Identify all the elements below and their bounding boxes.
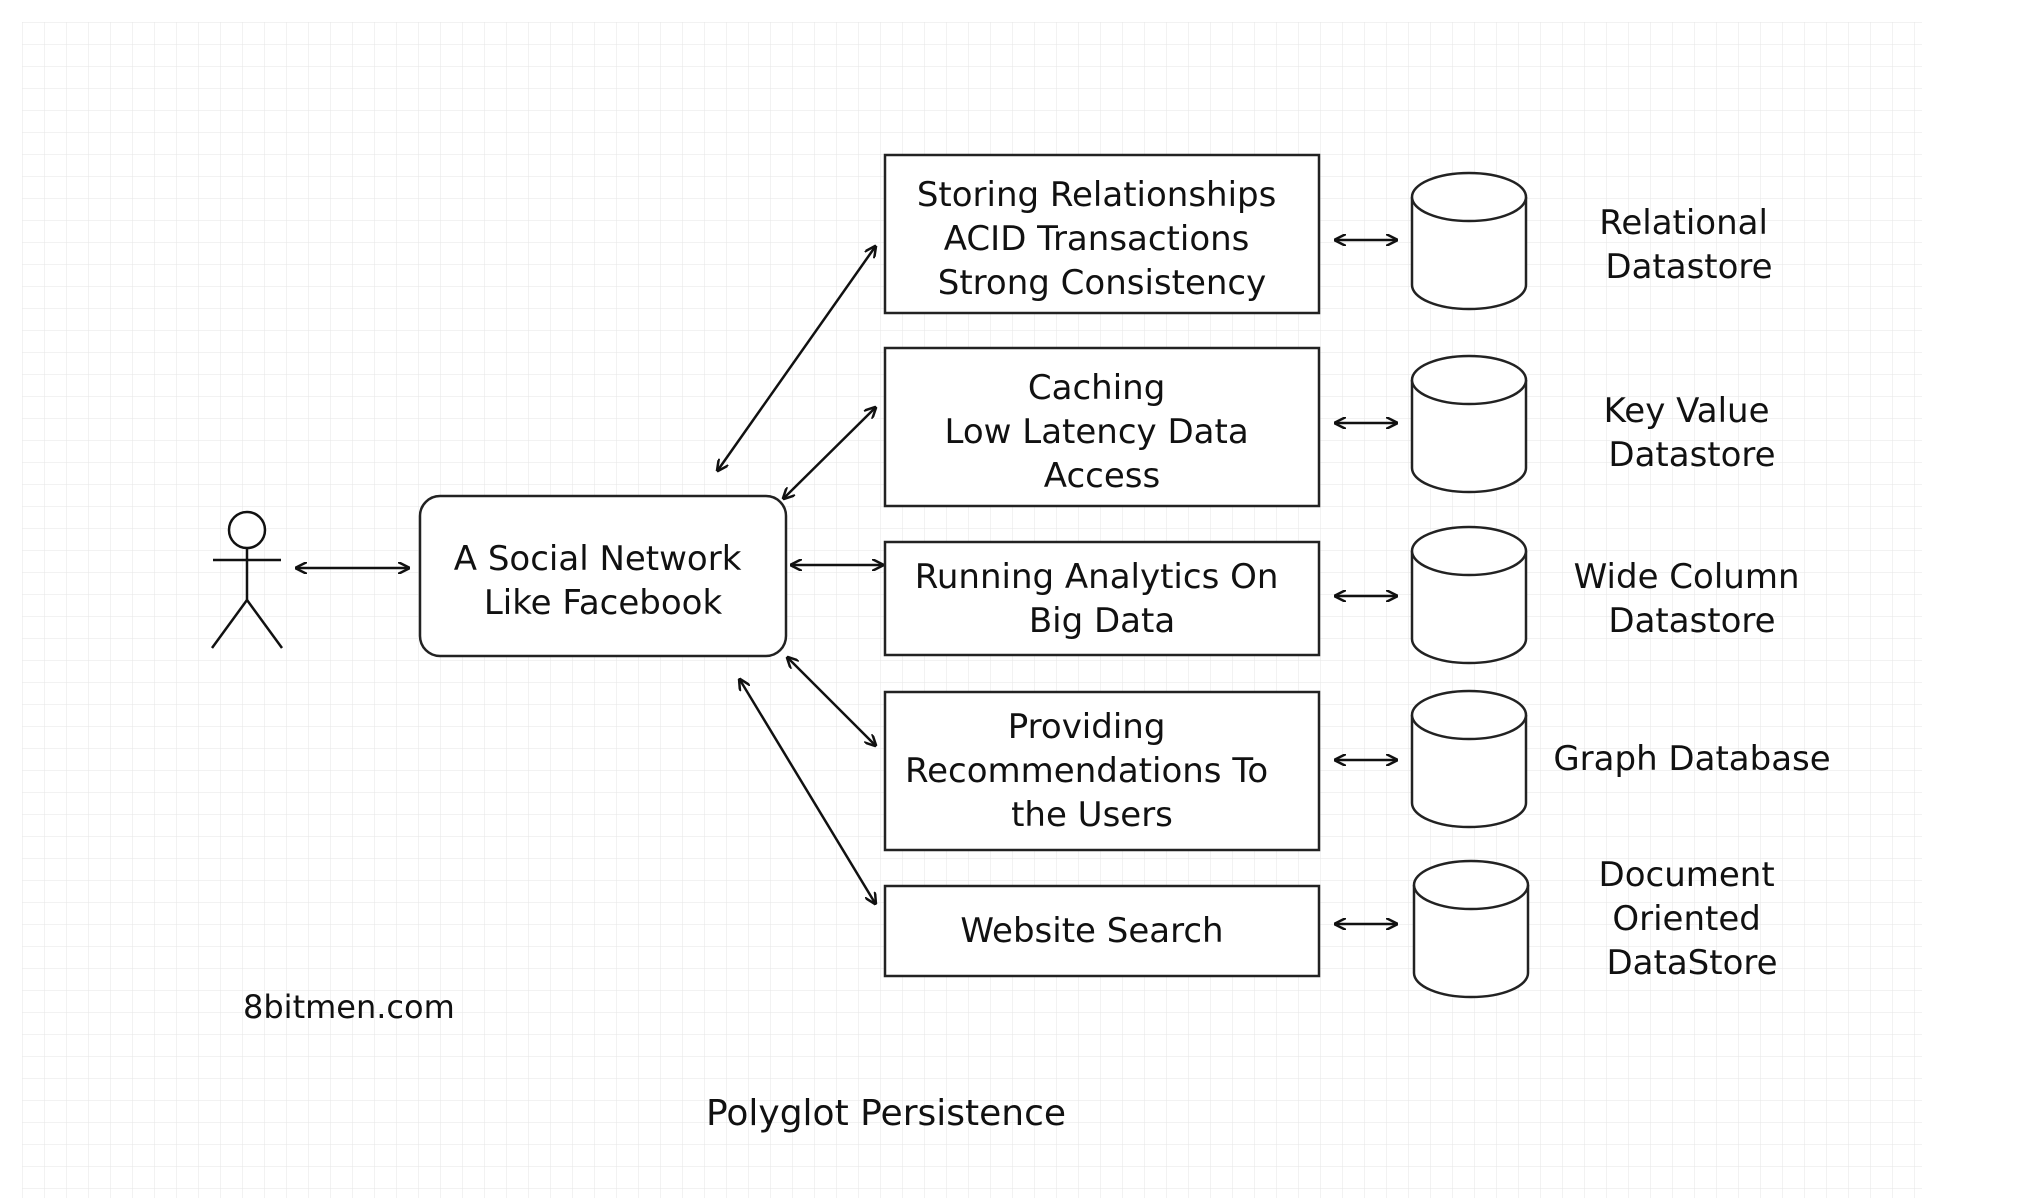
use-case-line: Low Latency Data (945, 412, 1249, 452)
datastore-label-graph: Graph Database (1553, 739, 1830, 779)
datastore-line: Document (1599, 855, 1775, 895)
cylinder-icon (1410, 171, 1528, 311)
use-case-line: Access (1044, 456, 1160, 496)
diagram-title: Polyglot Persistence (706, 1093, 1066, 1134)
use-case-line: Storing Relationships (917, 175, 1277, 215)
hub-search-arrow (740, 680, 875, 903)
datastore-line: Oriented (1612, 899, 1760, 939)
use-case-line: Running Analytics On (915, 557, 1279, 597)
use-case-relationships: Storing Relationships ACID Transactions … (883, 153, 1321, 315)
datastore-label-document: Document Oriented DataStore (1599, 855, 1786, 983)
hub-caching-arrow (784, 408, 875, 498)
cylinder-icon (1412, 859, 1530, 999)
use-case-search: Website Search (883, 884, 1321, 978)
use-case-line: ACID Transactions (944, 219, 1250, 259)
use-case-line: Strong Consistency (938, 263, 1266, 303)
cylinder-icon (1410, 525, 1528, 665)
use-case-line: Big Data (1029, 601, 1175, 641)
datastore-line: Wide Column (1574, 557, 1800, 597)
watermark: 8bitmen.com (243, 988, 455, 1026)
datastore-label-wide-column: Wide Column Datastore (1574, 557, 1811, 641)
svg-text:Caching Low Latency Data: Caching Low Latency Data Access (945, 368, 1260, 496)
stick-figure-icon (210, 510, 284, 649)
datastore-line: Relational (1599, 203, 1768, 243)
datastore-line: Key Value (1604, 391, 1770, 431)
svg-text:Running Analytics On Big: Running Analytics On Big Data (915, 557, 1289, 641)
svg-text:Storing Relationships AC: Storing Relationships ACID Transactions … (917, 175, 1287, 303)
cylinder-icon (1410, 689, 1528, 829)
hub-relationships-arrow (718, 247, 875, 470)
datastore-label-relational: Relational Datastore (1599, 203, 1779, 287)
use-case-line: Recommendations To (905, 751, 1268, 791)
use-case-line: the Users (1011, 795, 1173, 835)
datastore-line: Graph Database (1553, 739, 1830, 779)
use-case-line: Website Search (960, 911, 1223, 951)
datastore-label-key-value: Key Value Datastore (1604, 391, 1781, 475)
social-network-node: A Social Network Like Facebook (418, 494, 788, 658)
use-case-line: Caching (1028, 368, 1165, 408)
datastore-line: Datastore (1608, 435, 1775, 475)
hub-line: Like Facebook (484, 583, 723, 623)
hub-line: A Social Network (454, 539, 742, 579)
svg-text:Providing Recommendation: Providing Recommendations To the Users (905, 707, 1279, 835)
use-case-recommendations: Providing Recommendations To the Users (883, 690, 1321, 852)
use-case-analytics: Running Analytics On Big Data (883, 540, 1321, 657)
cylinder-icon (1410, 354, 1528, 494)
svg-text:Website Search: Website Search (960, 911, 1223, 951)
datastore-line: Datastore (1608, 601, 1775, 641)
svg-text:A Social Network Like Fa: A Social Network Like Facebook (454, 539, 752, 623)
datastore-line: Datastore (1605, 247, 1772, 287)
use-case-line: Providing (1008, 707, 1166, 747)
use-case-caching: Caching Low Latency Data Access (883, 346, 1321, 508)
datastore-line: DataStore (1606, 943, 1777, 983)
